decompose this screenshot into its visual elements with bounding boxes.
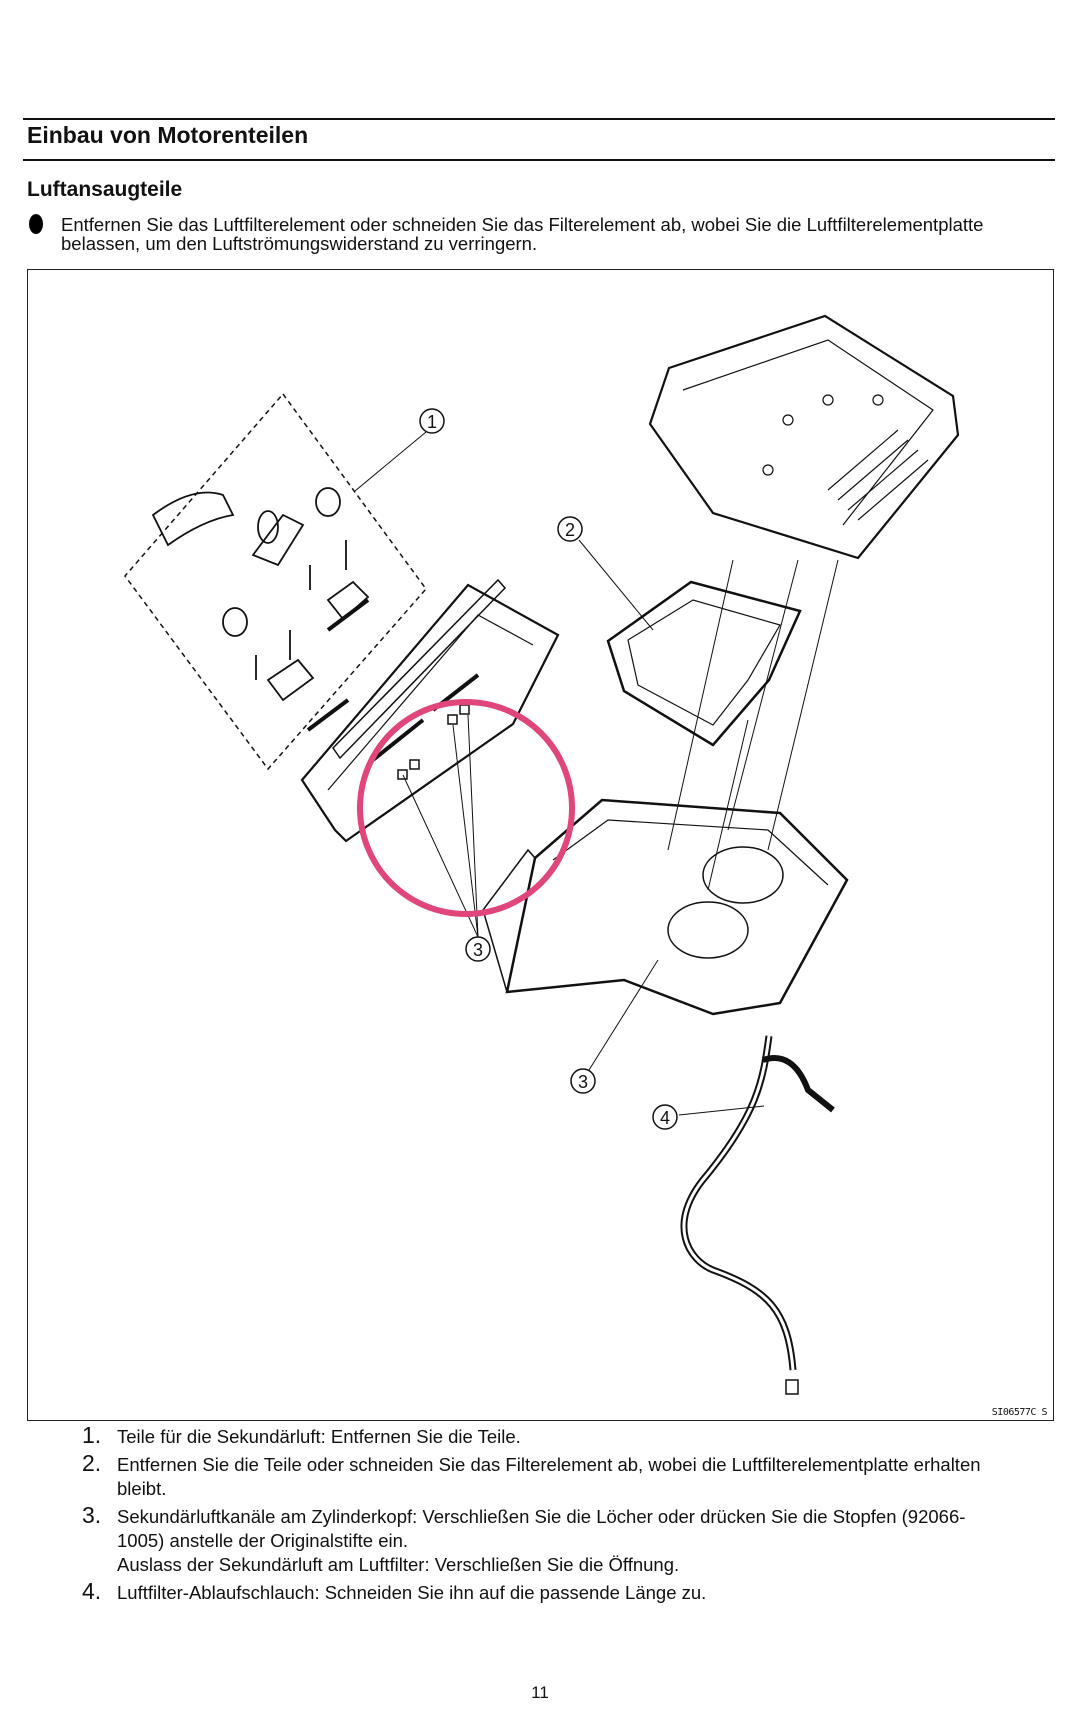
header-rule-bottom (23, 159, 1055, 161)
page-title: Einbau von Motorenteilen (27, 122, 309, 148)
diagram-drawing: 1 2 3 3 4 (124, 314, 960, 1395)
item-number: 3. (82, 1502, 102, 1528)
section-title: Luftansaugteile (27, 178, 183, 201)
svg-text:3: 3 (473, 940, 483, 960)
svg-text:4: 4 (660, 1108, 670, 1128)
leader-lines (354, 431, 839, 1116)
callout-3b: 3 (570, 1068, 596, 1094)
figure-code: SI06577C S (991, 1407, 1048, 1418)
item-number: 4. (82, 1578, 102, 1604)
secondary-air-parts (151, 487, 370, 732)
callout-4: 4 (652, 1104, 678, 1130)
callout-2: 2 (557, 516, 583, 542)
list-item: 1. Teile für die Sekundärluft: Entfernen … (82, 1422, 1002, 1449)
item-number: 2. (82, 1450, 102, 1476)
list-item: 3. Sekundärluftkanäle am Zylinderkopf: Ve… (82, 1502, 1002, 1577)
intro-text: Entfernen Sie das Luftfilterelement oder… (61, 214, 984, 254)
header-rule-top (23, 118, 1055, 120)
highlight-circle (357, 699, 575, 917)
item-text: Teile für die Sekundärluft: Entfernen Si… (117, 1426, 521, 1447)
duct-plate (300, 583, 560, 843)
callout-3a: 3 (465, 936, 491, 962)
item-text: Entfernen Sie die Teile oder schneiden S… (117, 1454, 981, 1499)
list-item: 2. Entfernen Sie die Teile oder schneiden… (82, 1450, 1002, 1501)
item-text: Sekundärluftkanäle am Zylinderkopf: Vers… (117, 1506, 966, 1551)
svg-text:1: 1 (427, 412, 437, 432)
air-cleaner-cover (648, 314, 960, 560)
callout-1: 1 (419, 408, 445, 434)
svg-text:3: 3 (578, 1072, 588, 1092)
secondary-air-parts-group (124, 392, 427, 771)
svg-text:2: 2 (565, 520, 575, 540)
list-item: 4. Luftfilter-Ablaufschlauch: Schneiden S… (82, 1578, 1002, 1605)
element-plate (332, 578, 507, 760)
air-cleaner-housing (505, 798, 849, 1016)
item-number: 1. (82, 1422, 102, 1448)
item-text: Luftfilter-Ablaufschlauch: Schneiden Sie… (117, 1582, 707, 1603)
parts-diagram: 1 2 3 3 4 SI06577C S (27, 269, 1054, 1421)
bullet-icon (29, 214, 43, 234)
air-filter-element (606, 580, 802, 747)
page-number: 11 (531, 1683, 549, 1702)
item-text: Auslass der Sekundärluft am Luftfilter: … (117, 1554, 680, 1575)
drain-hose (680, 1035, 797, 1371)
parts-list: 1. Teile für die Sekundärluft: Entfernen … (82, 1422, 1002, 1609)
stopper-parts (371, 673, 480, 762)
